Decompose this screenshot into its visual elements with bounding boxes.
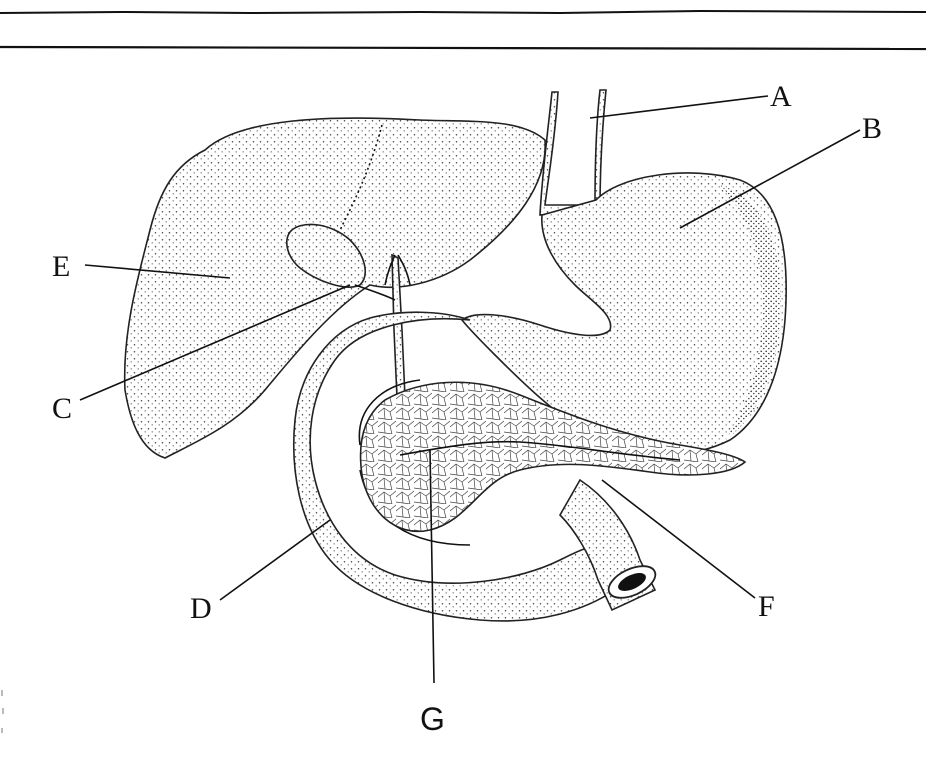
label-A: A: [770, 80, 792, 113]
margin-marks: [2, 690, 3, 733]
label-E: E: [52, 250, 70, 283]
top-rules: [0, 11, 926, 49]
label-B: B: [862, 112, 882, 145]
label-F: F: [758, 590, 775, 623]
label-D: D: [190, 592, 212, 625]
esophagus: [540, 90, 606, 215]
label-G: G: [420, 701, 445, 737]
label-C: C: [52, 392, 72, 425]
